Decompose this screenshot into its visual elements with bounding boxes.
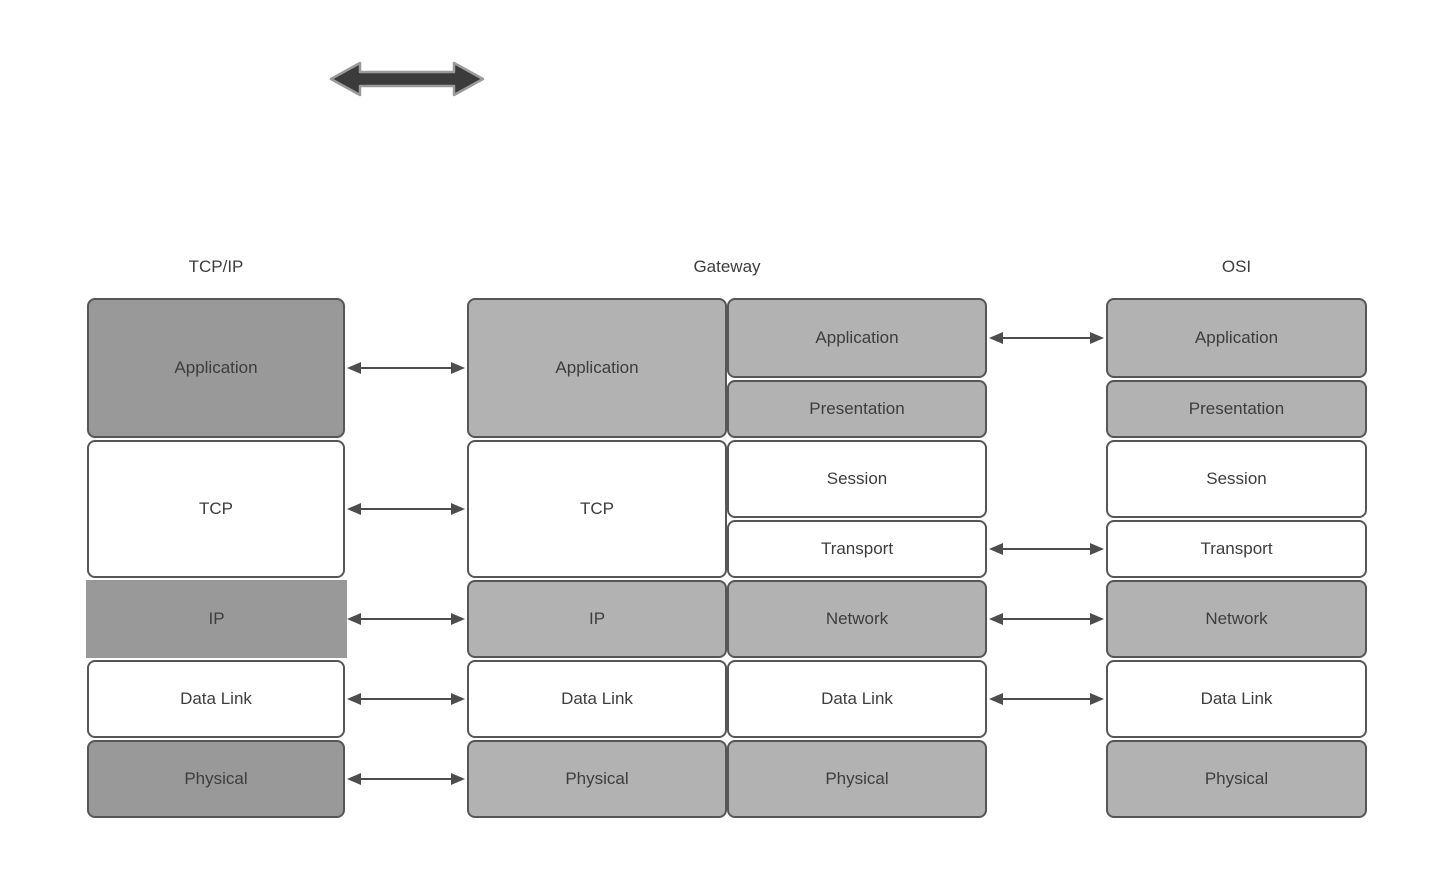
osi-layer-network: Network <box>1106 580 1367 658</box>
osi-layer-session: Session <box>1106 440 1367 518</box>
arrow-tcpip-gateway-application-icon <box>346 358 466 378</box>
gateway-left-layer-tcp: TCP <box>467 440 727 578</box>
tcpip-layer-physical: Physical <box>87 740 345 818</box>
osi-layer-data-link: Data Link <box>1106 660 1367 738</box>
arrow-gateway-osi-application-icon <box>988 328 1105 348</box>
tcpip-layer-ip: IP <box>86 580 347 658</box>
gateway-column-header: Gateway <box>693 257 761 276</box>
tcpip-column-header: TCP/IP <box>188 257 244 276</box>
osi-layer-application: Application <box>1106 298 1367 378</box>
gateway-right-layer-data-link: Data Link <box>727 660 987 738</box>
thick-double-arrow-icon <box>327 57 487 106</box>
arrow-gateway-osi-transport-icon <box>988 539 1105 559</box>
arrow-gateway-osi-data-link-icon <box>988 689 1105 709</box>
gateway-right-layer-physical: Physical <box>727 740 987 818</box>
tcpip-layer-application: Application <box>87 298 345 438</box>
tcpip-layer-data-link: Data Link <box>87 660 345 738</box>
gateway-right-layer-presentation: Presentation <box>727 380 987 438</box>
osi-layer-transport: Transport <box>1106 520 1367 578</box>
arrow-tcpip-gateway-tcp-icon <box>346 499 466 519</box>
gateway-right-layer-transport: Transport <box>727 520 987 578</box>
osi-layer-physical: Physical <box>1106 740 1367 818</box>
osi-layer-presentation: Presentation <box>1106 380 1367 438</box>
gateway-right-layer-network: Network <box>727 580 987 658</box>
arrow-tcpip-gateway-ip-icon <box>346 609 466 629</box>
arrow-gateway-osi-network-icon <box>988 609 1105 629</box>
gateway-left-layer-physical: Physical <box>467 740 727 818</box>
gateway-left-layer-application: Application <box>467 298 727 438</box>
tcpip-layer-tcp: TCP <box>87 440 345 578</box>
gateway-left-layer-data-link: Data Link <box>467 660 727 738</box>
gateway-right-layer-session: Session <box>727 440 987 518</box>
gateway-right-layer-application: Application <box>727 298 987 378</box>
arrow-tcpip-gateway-physical-icon <box>346 769 466 789</box>
osi-column-header: OSI <box>1221 257 1252 276</box>
arrow-tcpip-gateway-data-link-icon <box>346 689 466 709</box>
gateway-left-layer-ip: IP <box>467 580 727 658</box>
